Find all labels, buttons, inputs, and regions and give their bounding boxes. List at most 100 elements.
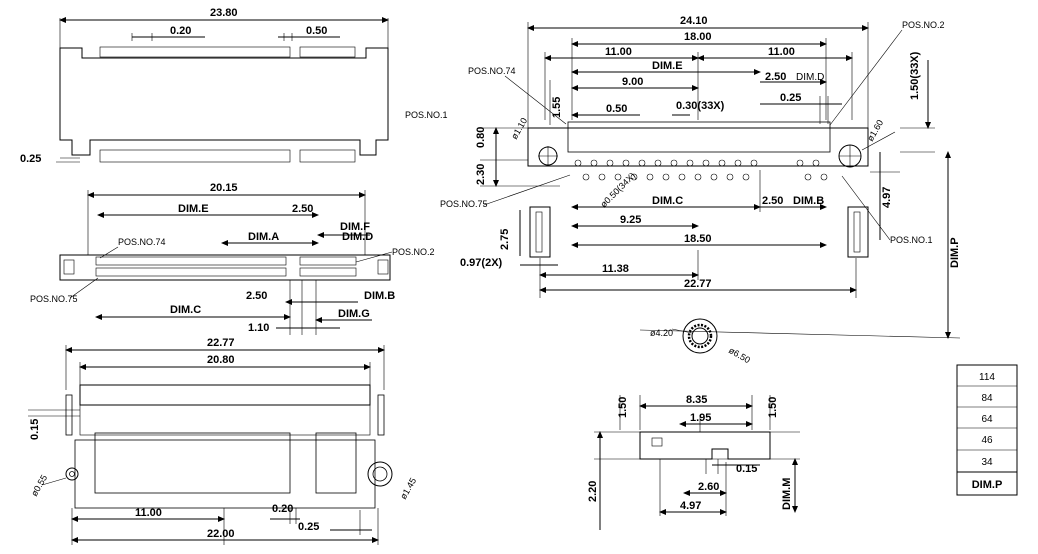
sv-d015: 0.15 — [736, 463, 757, 475]
rv-pos74-label: POS.NO.74 — [468, 66, 516, 76]
rv-hole-detail — [682, 318, 718, 354]
mid-pos74-label: POS.NO.74 — [118, 237, 166, 247]
rv-w1800: 18.00 — [684, 31, 712, 43]
bot-body-mid — [79, 404, 371, 436]
bot-hole-r-label: ø1.45 — [398, 476, 418, 501]
mid-contact-array — [95, 256, 357, 277]
bot-hole-l-label: ø0.55 — [29, 473, 49, 498]
mid-dim-a: DIM.A — [248, 231, 279, 243]
rv-d097: 0.97(2X) — [460, 257, 503, 269]
top-contact-row-lower — [99, 149, 356, 163]
mid-dim-f: DIM.F — [340, 221, 370, 233]
bot-body-top — [79, 384, 371, 406]
rv-d275: 2.75 — [499, 229, 511, 250]
rv-d030: 0.30(33X) — [676, 100, 725, 112]
bot-hole-right — [367, 461, 393, 487]
sv-d497: 4.97 — [680, 500, 701, 512]
mid-connector-body — [59, 254, 391, 281]
rv-pos75-label: POS.NO.75 — [440, 199, 488, 209]
top-offset-dim: 0.25 — [20, 153, 41, 165]
rv-d080: 0.80 — [475, 127, 487, 148]
table-row: 34 — [981, 457, 993, 468]
bot-d025: 0.25 — [298, 521, 319, 533]
rv-hole110: ø1.10 — [509, 116, 529, 141]
mid-dim-e: DIM.E — [178, 203, 209, 215]
bot-h-dim: 0.15 — [29, 419, 41, 440]
mid-left-view: 20.15 DIM.E 2.50 DIM.A DIM.F DIM.D POS.N… — [30, 182, 435, 335]
rv-d925: 9.25 — [620, 214, 641, 226]
table-row: 114 — [979, 372, 995, 383]
top-pos1-label: POS.NO.1 — [405, 110, 448, 120]
bot-w2: 20.80 — [207, 354, 235, 366]
rv-d025: 0.25 — [780, 92, 801, 104]
rv-leg-left — [529, 206, 551, 258]
rv-dim-b: DIM.B — [793, 195, 824, 207]
mid-pos75-label: POS.NO.75 — [30, 294, 78, 304]
rv-pin-comb — [567, 121, 831, 153]
top-connector-body — [59, 47, 389, 156]
sv-d150l: 1.50 — [617, 397, 629, 418]
mid-width-dim: 20.15 — [210, 182, 238, 194]
right-view: 24.10 POS.NO.2 18.00 11.00 11.00 POS.NO.… — [440, 15, 961, 365]
top-width-dim: 23.80 — [210, 7, 238, 19]
rv-d1138: 11.38 — [602, 263, 629, 275]
table-header: DIM.P — [972, 479, 1003, 491]
table-row: 64 — [981, 414, 993, 425]
mid-dim-b: DIM.B — [364, 290, 395, 302]
sv-d195: 1.95 — [690, 412, 711, 424]
rv-d150: 1.50(33X) — [909, 51, 921, 100]
mid-dim-c: DIM.C — [170, 304, 201, 316]
sv-d220: 2.20 — [587, 481, 599, 502]
mid-dim-g: DIM.G — [338, 308, 370, 320]
table-row: 84 — [981, 393, 993, 404]
rv-d250b: 2.50 — [762, 195, 783, 207]
rv-d1850: 18.50 — [684, 233, 712, 245]
rv-pos1-label: POS.NO.1 — [890, 235, 933, 245]
table-row: 46 — [981, 435, 993, 446]
sv-body — [639, 431, 771, 460]
sv-dim-m: DIM.M — [781, 478, 793, 510]
mid-d250b: 2.50 — [246, 290, 267, 302]
top-left-view: 23.80 0.20 0.50 0.25 POS.NO.1 — [20, 7, 448, 165]
bot-hole-left — [65, 467, 79, 481]
bot-contact-pins — [94, 432, 357, 494]
rv-hole650: ø6.50 — [727, 345, 752, 365]
sv-d150r: 1.50 — [767, 397, 779, 418]
rv-solder-holes — [574, 159, 828, 181]
bottom-left-view: 22.77 20.80 0.15 ø0.55 ø1.45 11.00 0.2 — [28, 337, 418, 545]
rv-dim-e: DIM.E — [652, 60, 683, 72]
rv-d497: 4.97 — [881, 187, 893, 208]
rv-r1100: 11.00 — [768, 46, 795, 58]
rv-leg-right — [847, 206, 869, 258]
top-pitch-a: 0.20 — [170, 25, 191, 37]
mid-d110: 1.10 — [248, 322, 269, 334]
rv-dim-d: DIM.D — [796, 72, 824, 83]
top-contact-row-upper — [99, 46, 356, 58]
rv-d230: 2.30 — [475, 164, 487, 185]
rv-hole050: ø0.50(34X) — [598, 171, 637, 210]
rv-dim-c: DIM.C — [652, 195, 683, 207]
bot-w1: 22.77 — [207, 337, 235, 349]
bot-body-lower — [74, 439, 376, 509]
mid-d250: 2.50 — [292, 203, 313, 215]
rv-dim-p: DIM.P — [949, 237, 961, 268]
rv-pos2-label: POS.NO.2 — [902, 20, 945, 30]
sv-d260: 2.60 — [698, 481, 719, 493]
rv-d050: 0.50 — [606, 103, 627, 115]
dim-p-table: 114 84 64 46 34 DIM.P — [956, 364, 1018, 496]
rv-hole420: ø4.20 — [650, 328, 673, 338]
sv-d835: 8.35 — [686, 394, 707, 406]
bot-d020: 0.20 — [272, 503, 293, 515]
rv-d2277: 22.77 — [684, 278, 712, 290]
rv-w2410: 24.10 — [680, 15, 708, 27]
bot-half-dim: 11.00 — [135, 507, 162, 519]
mid-pos2-label: POS.NO.2 — [392, 247, 435, 257]
mid-dim-d: DIM.D — [342, 231, 373, 243]
top-pitch-b: 0.50 — [306, 25, 327, 37]
rv-d900: 9.00 — [622, 76, 643, 88]
rv-d250: 2.50 — [765, 71, 786, 83]
side-view: 8.35 1.50 1.50 1.95 2.20 0.15 2.60 4.97 … — [587, 394, 800, 530]
bot-w3: 22.00 — [207, 528, 235, 540]
